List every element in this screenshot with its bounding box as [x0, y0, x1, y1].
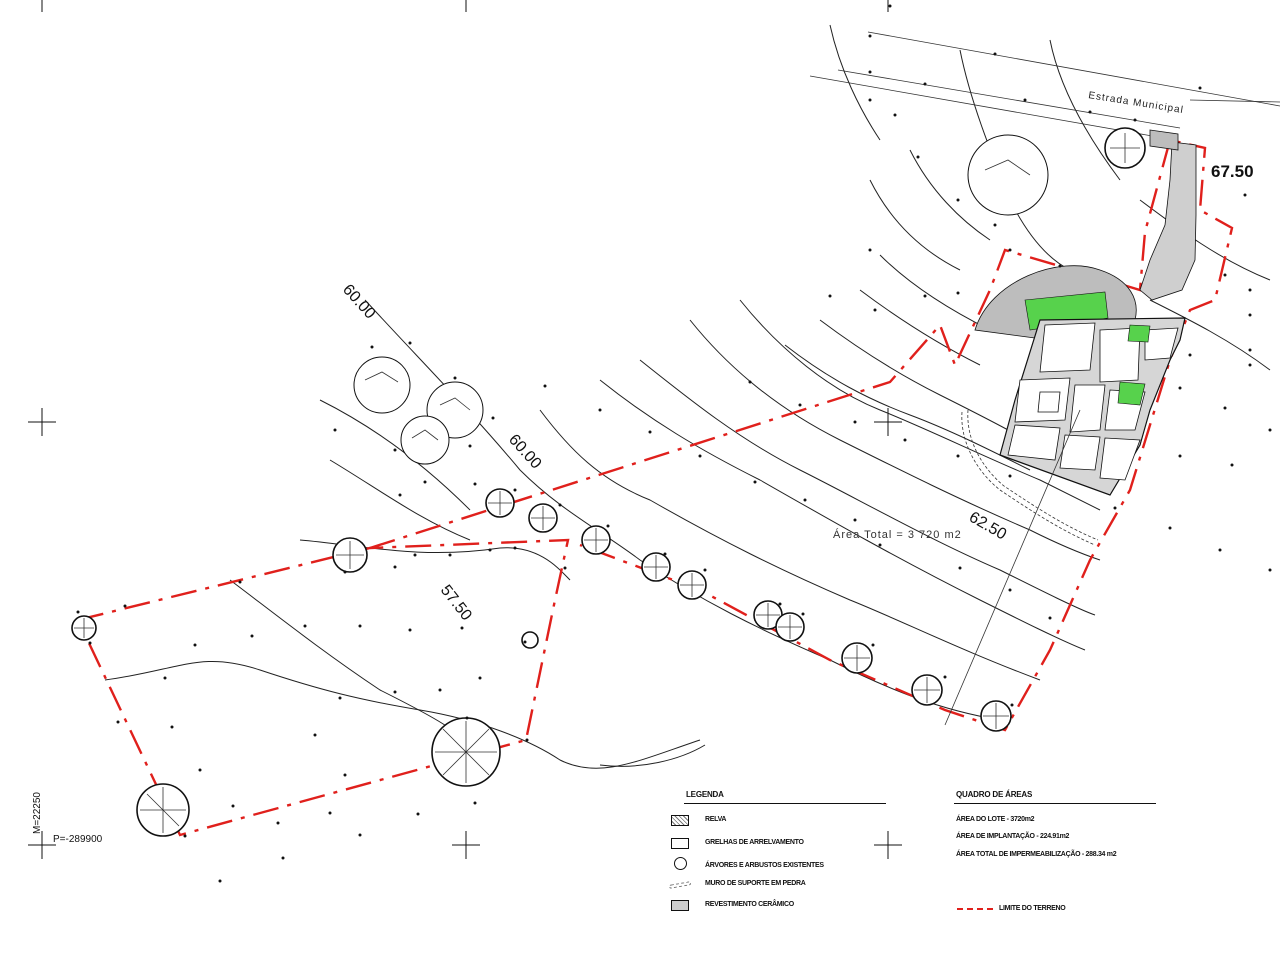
- contour-label-6750: 67.50: [1211, 162, 1254, 181]
- section-line: [944, 409, 1081, 726]
- house-footprint: [974, 265, 1186, 496]
- legend-item-grelhas: GRELHAS DE ARRELVAMENTO: [705, 839, 804, 846]
- driveway: [1139, 129, 1197, 301]
- legend-item-relva: RELVA: [705, 816, 727, 823]
- registration-marks: [28, 0, 902, 859]
- coordinate-p: P=-289900: [53, 834, 103, 845]
- area-implantacao: ÁREA DE IMPLANTAÇÃO - 224.91m2: [956, 833, 1070, 840]
- road-name: Estrada Municipal: [1088, 90, 1185, 116]
- tree-icon: [332, 537, 368, 573]
- legend-rule: [684, 803, 886, 804]
- tree-icon: [521, 631, 539, 649]
- tree-icon: [641, 552, 671, 582]
- tree-icon: [753, 600, 783, 630]
- tree-icon: [431, 717, 501, 787]
- tree-icon: [967, 134, 1049, 216]
- tree-icon: [400, 415, 450, 465]
- boundary-line-icon: [957, 908, 993, 910]
- tree-icon: [71, 615, 97, 641]
- legend-item-revestimento: REVESTIMENTO CERÂMICO: [705, 901, 794, 908]
- legend-item-arvores: ÁRVORES E ARBUSTOS EXISTENTES: [705, 862, 824, 869]
- tree-icon: [353, 356, 411, 414]
- site-area-total: Área Total = 3 720 m2: [833, 528, 962, 541]
- area-impermeabilizacao: ÁREA TOTAL DE IMPERMEABILIZAÇÃO - 288.34…: [956, 851, 1117, 858]
- tree-icon: [841, 642, 873, 674]
- contour-label-60-lower: 60.00: [505, 431, 544, 472]
- tree-icon: [136, 783, 190, 837]
- contour-label-6250: 62.50: [966, 509, 1009, 544]
- contour-label-5750: 57.50: [437, 582, 475, 624]
- contour-label-60-upper: 60.00: [339, 281, 378, 322]
- grass-hatch-icon: [671, 815, 689, 826]
- ceramic-icon: [671, 900, 689, 911]
- spot-heights: [76, 4, 1272, 883]
- municipal-road: [809, 31, 1280, 141]
- tree-icon: [674, 857, 687, 870]
- tree-icon: [528, 503, 558, 533]
- areas-title: QUADRO DE ÁREAS: [956, 790, 1033, 799]
- tree-icon: [677, 570, 707, 600]
- tree-icon: [1104, 127, 1146, 169]
- boundary-label: LIMITE DO TERRENO: [999, 905, 1066, 912]
- areas-rule: [954, 803, 1156, 804]
- legend-item-muro: MURO DE SUPORTE EM PEDRA: [705, 880, 806, 887]
- stone-wall: [961, 409, 1099, 546]
- tree-icon: [980, 700, 1012, 732]
- tree-icon: [911, 674, 943, 706]
- tree-icon: [485, 488, 515, 518]
- tree-icon: [775, 612, 805, 642]
- grass-grid-icon: [671, 838, 689, 849]
- trees: [71, 127, 1146, 837]
- tree-icon: [581, 525, 611, 555]
- legend-title: LEGENDA: [686, 790, 724, 799]
- area-lote: ÁREA DO LOTE - 3720m2: [956, 816, 1035, 823]
- property-boundary: [76, 138, 1234, 837]
- coordinate-m: M=22250: [32, 792, 43, 834]
